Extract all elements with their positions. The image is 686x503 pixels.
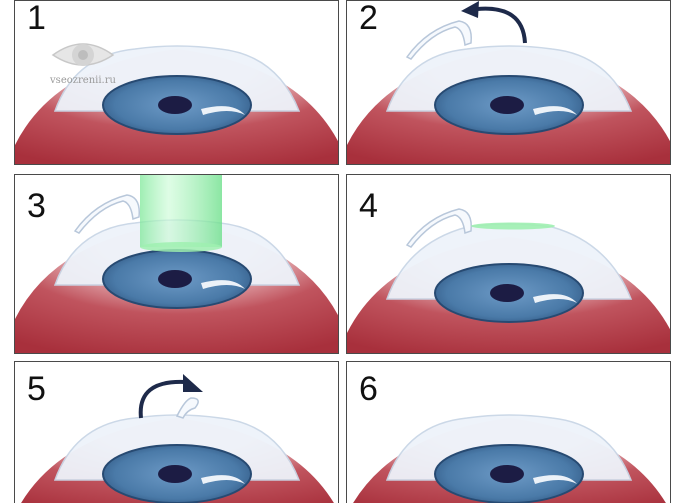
pupil: [490, 96, 524, 114]
watermark-text: vseozrenii.ru: [50, 75, 116, 86]
step-number: 2: [359, 0, 378, 37]
step-panel-6: 6: [346, 361, 671, 503]
step-panel-5: 5: [14, 361, 339, 503]
step-number: 5: [27, 370, 46, 408]
corneal-flap: [175, 397, 199, 419]
corneal-flap: [405, 20, 472, 60]
eye-cross-section: [15, 45, 338, 164]
pupil: [158, 270, 192, 288]
eye-cross-section: [15, 194, 338, 353]
step-panel-3: 3: [14, 174, 339, 354]
pupil: [490, 465, 524, 483]
pupil: [158, 96, 192, 114]
pupil: [490, 284, 524, 302]
corneal-flap: [73, 194, 140, 234]
curved-arrow-left-icon: [461, 1, 527, 44]
step-number: 6: [359, 370, 378, 408]
step-panel-2: 2: [346, 0, 671, 165]
step-panel-1: 1 vseozrenii.ru: [14, 0, 339, 165]
iris-reflection: [533, 106, 577, 115]
iris-reflection: [201, 280, 245, 289]
eye-cross-section: [347, 20, 670, 164]
pupil: [158, 465, 192, 483]
eye-logo-icon: [51, 43, 115, 66]
eye-cross-section: [21, 397, 334, 503]
corneal-flap: [405, 208, 472, 248]
ablation-zone: [471, 222, 555, 230]
watermark: vseozrenii.ru: [33, 31, 133, 95]
iris-reflection: [201, 106, 245, 115]
eye-cross-section: [347, 208, 670, 353]
curved-arrow-right-icon: [138, 374, 203, 419]
step-number: 4: [359, 187, 378, 225]
iris-reflection: [533, 475, 577, 484]
step-panel-4: 4: [346, 174, 671, 354]
step-number: 1: [27, 0, 46, 37]
step-number: 3: [27, 187, 46, 225]
iris-reflection: [201, 475, 245, 484]
iris-reflection: [533, 294, 577, 303]
laser-beam: [140, 175, 222, 252]
eye-cross-section: [353, 414, 666, 503]
